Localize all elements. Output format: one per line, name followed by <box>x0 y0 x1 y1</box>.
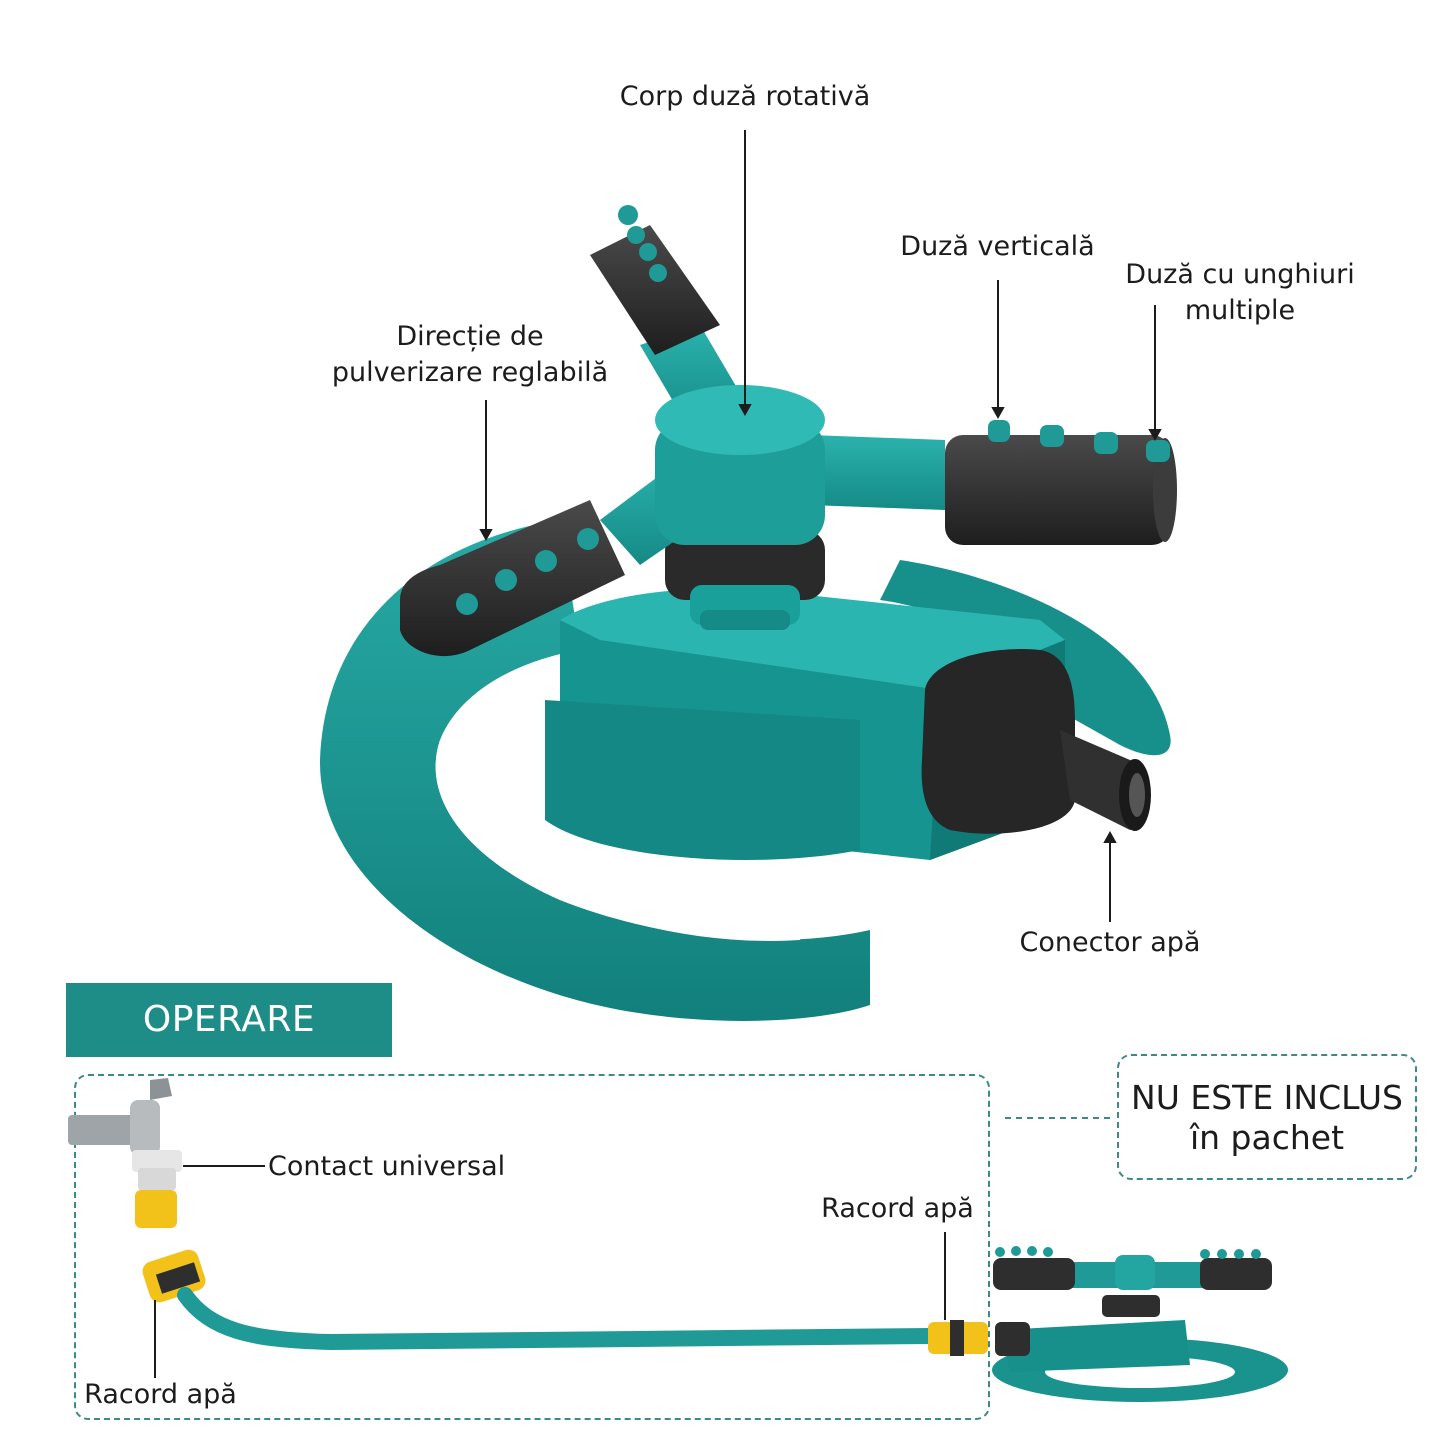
label-multi-angle-1: Duză cu unghiuri <box>1125 259 1355 290</box>
label-vertical-nozzle: Duză verticală <box>900 231 1095 262</box>
arms <box>600 325 945 565</box>
hose-icon <box>142 1249 988 1356</box>
not-included-box: NU ESTE INCLUS în pachet <box>1117 1054 1417 1180</box>
hub-collar <box>665 530 825 630</box>
label-water-fitting-left: Racord apă <box>84 1379 237 1410</box>
label-universal-contact: Contact universal <box>268 1151 506 1182</box>
right-nozzle-grip <box>945 420 1177 545</box>
operation-box <box>74 1074 990 1420</box>
operation-banner: OPERARE <box>66 983 392 1057</box>
sprinkler-illustration <box>319 205 1177 1021</box>
not-included-line-2: în pachet <box>1189 1118 1345 1157</box>
label-adjustable-1: Direcție de <box>396 321 544 352</box>
label-rotating-body: Corp duză rotativă <box>619 81 871 112</box>
not-included-line-1: NU ESTE INCLUS <box>1131 1078 1403 1117</box>
label-water-fitting-right: Racord apă <box>821 1193 974 1224</box>
label-multi-angle-2: multiple <box>1184 295 1296 326</box>
operation-banner-text: OPERARE <box>142 999 316 1040</box>
faucet-icon <box>68 1078 182 1228</box>
upper-nozzle-grip <box>590 205 720 355</box>
water-connector-part <box>921 649 1151 834</box>
label-adjustable-2: pulverizare reglabilă <box>331 357 609 388</box>
small-sprinkler-icon <box>992 1246 1288 1402</box>
left-nozzle-grip <box>400 500 625 657</box>
label-water-connector: Conector apă <box>1019 927 1201 958</box>
